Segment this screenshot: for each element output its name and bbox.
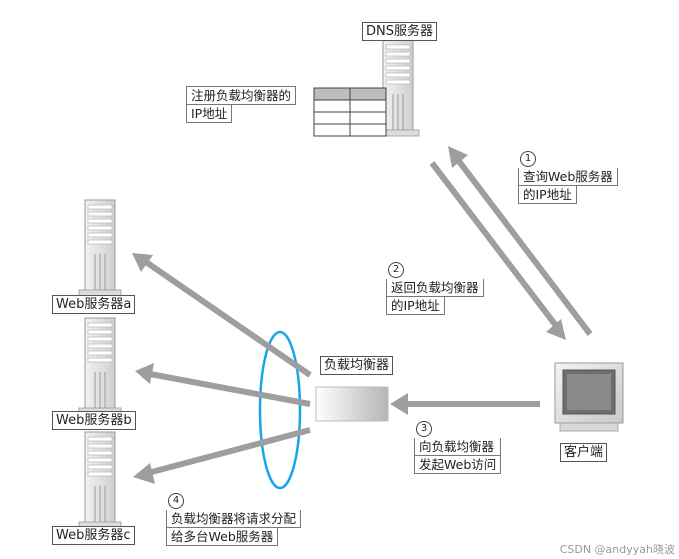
arrow-dns-reply [429, 161, 566, 340]
step-1-line-2: 的IP地址 [518, 186, 577, 204]
step-3-line-2: 发起Web访问 [414, 456, 502, 474]
client-label: 客户端 [560, 443, 608, 462]
web-server-c-icon [78, 431, 122, 529]
step-4-line-1: 负载均衡器将请求分配 [166, 510, 302, 528]
client-computer-icon [554, 362, 624, 432]
arrow-lb-to-web-b [135, 363, 311, 407]
step-2-number: 2 [388, 262, 404, 278]
web-server-a-label: Web服务器a [52, 295, 136, 314]
web-server-b-icon [78, 317, 122, 415]
step-3-note: 3 向负载均衡器 发起Web访问 [414, 418, 502, 474]
dns-note-line-2: IP地址 [186, 105, 233, 123]
arrow-dns-query [448, 146, 593, 336]
arrow-lb-to-web-c [133, 427, 311, 484]
web-server-b-label: Web服务器b [52, 411, 136, 430]
step-1-note: 1 查询Web服务器 的IP地址 [518, 148, 618, 204]
web-server-c-label: Web服务器c [52, 526, 135, 545]
step-1-line-1: 查询Web服务器 [518, 168, 618, 186]
dns-server-label: DNS服务器 [362, 22, 437, 41]
dns-record-table [313, 87, 387, 137]
load-balancer-label: 负载均衡器 [320, 356, 394, 375]
dns-note-line-1: 注册负载均衡器的 [186, 86, 297, 105]
step-2-note: 2 返回负载均衡器 的IP地址 [386, 259, 484, 315]
arrow-client-to-lb [390, 393, 540, 415]
step-3-line-1: 向负载均衡器 [414, 438, 502, 456]
step-4-line-2: 给多台Web服务器 [166, 528, 279, 546]
step-4-number: 4 [168, 493, 184, 509]
step-1-number: 1 [520, 151, 536, 167]
web-server-a-icon [78, 199, 122, 297]
step-3-number: 3 [416, 421, 432, 437]
dns-note: 注册负载均衡器的 IP地址 [186, 86, 297, 123]
source-credit: CSDN @andyyah晓波 [559, 543, 675, 556]
step-2-line-1: 返回负载均衡器 [386, 279, 484, 297]
arrow-lb-to-web-a [132, 253, 312, 378]
step-2-line-2: 的IP地址 [386, 297, 445, 315]
distribution-ring [258, 330, 302, 490]
load-balancer-device [315, 386, 389, 422]
step-4-note: 4 负载均衡器将请求分配 给多台Web服务器 [166, 490, 302, 546]
